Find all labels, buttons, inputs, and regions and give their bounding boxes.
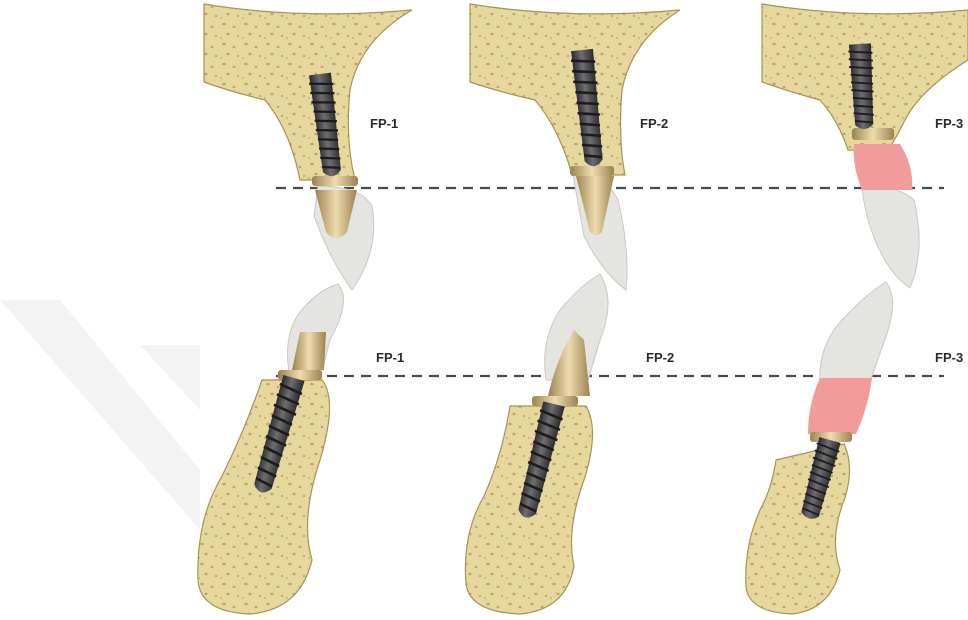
pink-gingiva-icon (854, 144, 913, 190)
maxilla-fp3-panel (762, 4, 968, 288)
crown-icon (820, 282, 893, 382)
mandible-label-fp2: FP-2 (646, 350, 674, 365)
implant-collar (312, 176, 358, 186)
mandible-fp1-panel (198, 284, 344, 614)
pink-gingiva-icon (808, 378, 872, 434)
bone-cross-section-icon (198, 380, 330, 614)
maxilla-fp1-panel (204, 4, 412, 290)
bone-cross-section-icon (746, 444, 850, 614)
maxilla-label-fp1: FP-1 (370, 116, 398, 131)
maxilla-label-fp2: FP-2 (640, 116, 668, 131)
crown-icon (862, 186, 919, 288)
mandible-label-fp1: FP-1 (376, 350, 404, 365)
watermark-chevron-icon (0, 300, 200, 530)
bone-cross-section-icon (204, 4, 412, 180)
mandible-fp2-panel (465, 274, 608, 614)
maxilla-label-fp3: FP-3 (935, 116, 963, 131)
mandible-fp3-panel (746, 282, 893, 614)
implant-collar (852, 128, 894, 140)
bone-cross-section-icon (470, 4, 680, 175)
mandible-label-fp3: FP-3 (935, 350, 963, 365)
implant-collar (570, 166, 614, 176)
maxilla-fp2-panel (470, 4, 680, 290)
